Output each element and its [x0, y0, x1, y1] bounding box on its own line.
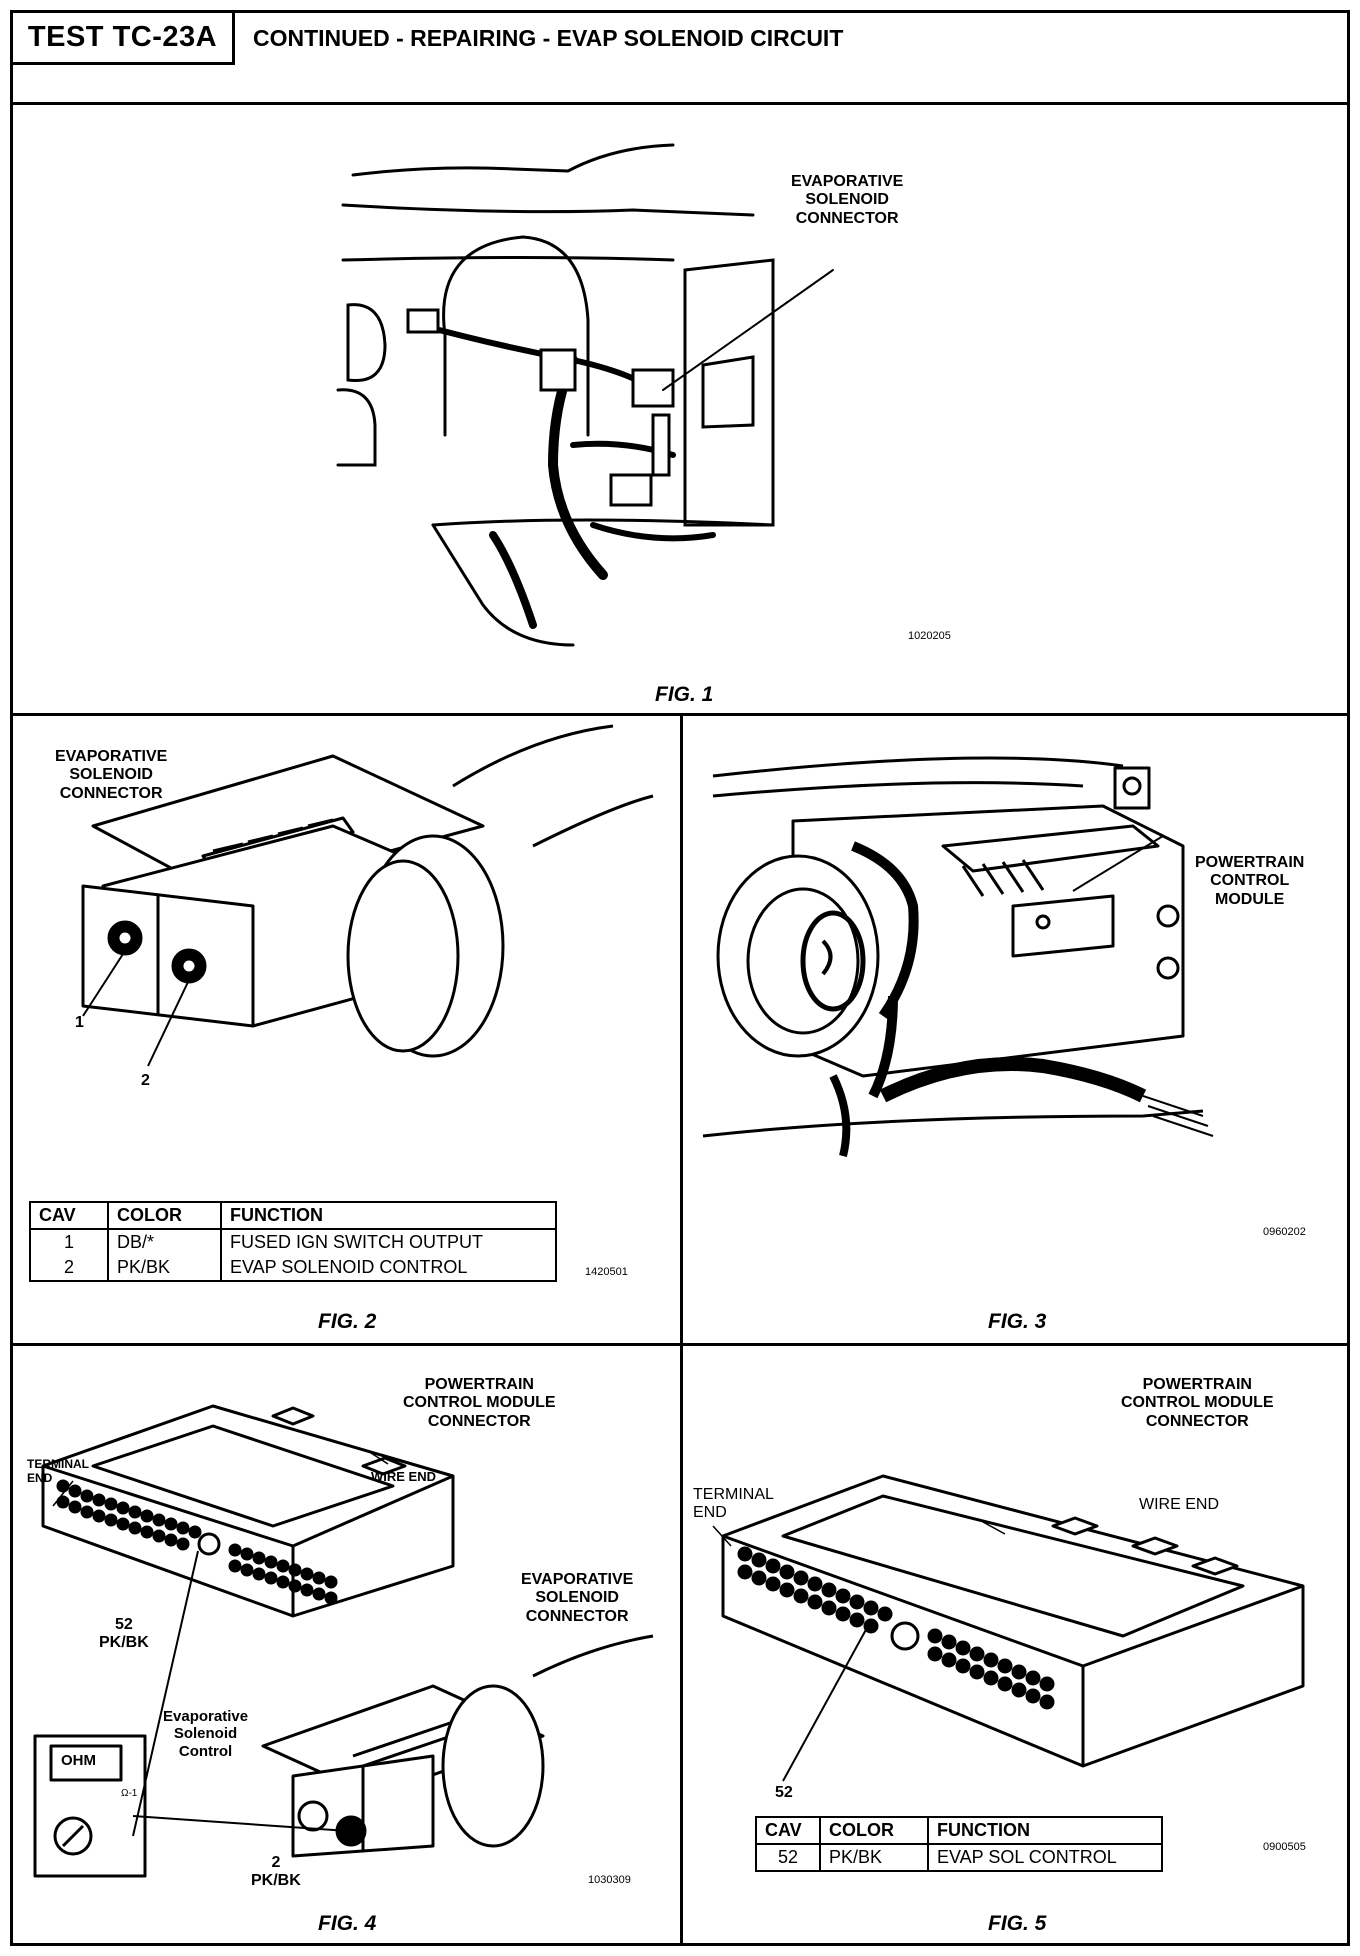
- fig5-caption: FIG. 5: [988, 1912, 1047, 1935]
- fig2-caption: FIG. 2: [318, 1310, 377, 1333]
- table-row: 52 PK/BK EVAP SOL CONTROL: [755, 1844, 1163, 1872]
- fig5-wire-end-label: WIRE END: [1139, 1496, 1219, 1513]
- test-id: TEST TC-23A: [13, 13, 235, 65]
- fig4-wire-end-label: WIRE END: [371, 1469, 436, 1484]
- fig2-th-color: COLOR: [107, 1201, 222, 1230]
- fig4-terminal-end-label: TERMINAL END: [27, 1457, 89, 1485]
- divider-mid-vertical: [680, 716, 683, 1346]
- fig5-th-color: COLOR: [819, 1816, 929, 1845]
- fig5-th-function: FUNCTION: [927, 1816, 1163, 1845]
- fig5-table: CAV COLOR FUNCTION 52 PK/BK EVAP SOL CON…: [755, 1816, 1163, 1872]
- fig4-pin2-label: 2 PK/BK: [251, 1854, 301, 1890]
- fig2-code: 1420501: [585, 1266, 628, 1278]
- fig3-illustration: [702, 756, 1214, 1157]
- fig4-illustration: [33, 1404, 654, 1878]
- divider-mid-horizontal: [13, 1343, 1347, 1346]
- fig3-pcm-label: POWERTRAIN CONTROL MODULE: [1195, 854, 1305, 908]
- fig5-pin52-label: 52: [775, 1784, 793, 1801]
- fig5-code: 0900505: [1263, 1841, 1306, 1853]
- page-title: CONTINUED - REPAIRING - EVAP SOLENOID CI…: [253, 25, 844, 51]
- fig2-panel: EVAPORATIVE SOLENOID CONNECTOR 1 2 CAV C…: [13, 716, 680, 1343]
- fig2-illustration: [81, 724, 654, 1067]
- fig5-th-cav: CAV: [755, 1816, 821, 1845]
- fig5-illustration: [712, 1474, 1305, 1782]
- fig3-caption: FIG. 3: [988, 1310, 1047, 1333]
- fig2-connector-label: EVAPORATIVE SOLENOID CONNECTOR: [55, 748, 168, 802]
- divider-bottom-vertical: [680, 1346, 683, 1946]
- fig4-code: 1030309: [588, 1874, 631, 1886]
- table-row: 2 PK/BK EVAP SOLENOID CONTROL: [29, 1255, 557, 1282]
- fig4-panel: POWERTRAIN CONTROL MODULE CONNECTOR TERM…: [13, 1346, 680, 1944]
- fig4-meter-label: OHM: [61, 1752, 96, 1769]
- fig4-caption: FIG. 4: [318, 1912, 377, 1935]
- fig1-code: 1020205: [908, 630, 951, 642]
- page-frame: TEST TC-23A CONTINUED - REPAIRING - EVAP…: [10, 10, 1350, 1946]
- fig2-th-function: FUNCTION: [220, 1201, 557, 1230]
- fig4-meter-range: Ω-1: [121, 1788, 138, 1799]
- fig4-pin52-label: 52 PK/BK: [99, 1616, 149, 1652]
- fig4-pcm-label: POWERTRAIN CONTROL MODULE CONNECTOR: [403, 1376, 556, 1430]
- fig4-control-label: Evaporative Solenoid Control: [163, 1708, 249, 1760]
- fig5-panel: POWERTRAIN CONTROL MODULE CONNECTOR TERM…: [683, 1346, 1347, 1944]
- fig2-pin2-label: 2: [141, 1072, 150, 1089]
- fig2-th-cav: CAV: [29, 1201, 109, 1230]
- fig2-pin1-label: 1: [75, 1014, 84, 1031]
- fig1-illustration: [336, 143, 834, 647]
- fig3-code: 0960202: [1263, 1226, 1306, 1238]
- fig3-panel: POWERTRAIN CONTROL MODULE 0960202 FIG. 3: [683, 716, 1347, 1343]
- fig1-connector-label: EVAPORATIVE SOLENOID CONNECTOR: [791, 173, 904, 227]
- fig5-terminal-end-label: TERMINAL END: [693, 1486, 774, 1522]
- fig5-pcm-label: POWERTRAIN CONTROL MODULE CONNECTOR: [1121, 1376, 1274, 1430]
- fig4-evap-label: EVAPORATIVE SOLENOID CONNECTOR: [521, 1571, 634, 1625]
- fig2-table: CAV COLOR FUNCTION 1 DB/* FUSED IGN SWIT…: [29, 1201, 557, 1282]
- fig1-caption: FIG. 1: [655, 683, 714, 706]
- header: TEST TC-23A CONTINUED - REPAIRING - EVAP…: [13, 13, 1347, 105]
- table-row: 1 DB/* FUSED IGN SWITCH OUTPUT: [29, 1229, 557, 1255]
- fig1-panel: EVAPORATIVE SOLENOID CONNECTOR 1020205 F…: [13, 105, 1347, 716]
